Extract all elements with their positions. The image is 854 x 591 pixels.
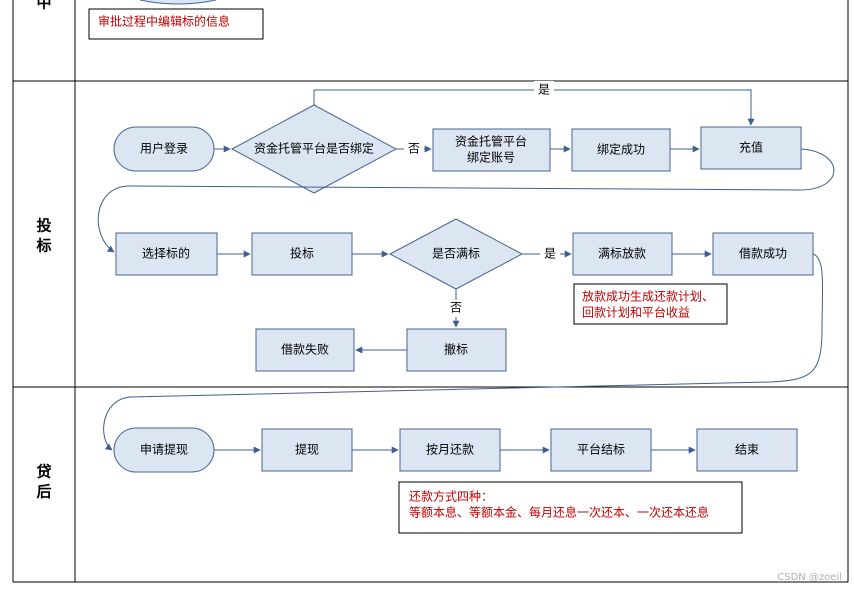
node-full-release-label: 满标放款 (598, 246, 646, 261)
note-repay-text-1: 还款方式四种： (409, 489, 493, 504)
note-release-text-2: 回款计划和平台收益 (582, 305, 690, 320)
node-bind-account-label-2: 绑定账号 (467, 150, 515, 165)
node-loan-fail-label: 借款失败 (281, 342, 329, 357)
node-monthly-repay (399, 428, 501, 472)
node-withdraw-bid (406, 328, 507, 372)
node-apply-withdraw-label: 申请提现 (140, 442, 188, 457)
edge-label-full-no: 否 (450, 301, 462, 315)
edge-label-bg (534, 81, 554, 98)
note-approval-text: 审批过程中编辑标的信息 (98, 14, 230, 29)
node-loan-fail (255, 328, 355, 372)
lane-label-top: 中 (36, 0, 51, 12)
edge-label-bg (404, 140, 424, 158)
node-loan-success (712, 232, 814, 276)
edge-label-bind-no: 否 (408, 142, 420, 156)
note-repay (398, 481, 743, 534)
note-repay-text-2: 等额本息、等额本金、每月还息一次还本、一次还本还息 (409, 505, 709, 520)
note-release (573, 283, 728, 325)
edge-check-yes (313, 89, 755, 126)
node-loan-success-label: 借款成功 (739, 247, 787, 261)
node-withdraw-bid-label: 撤标 (444, 342, 468, 357)
node-select-target-label: 选择标的 (142, 246, 190, 261)
edge-label-bind-yes: 是 (538, 83, 550, 97)
node-bid (251, 232, 353, 276)
edge-success-to-apply (103, 253, 824, 451)
node-bind-success (571, 128, 671, 172)
watermark: CSDN @zoeil (777, 572, 842, 583)
node-bid-label: 投标 (290, 246, 314, 261)
lane-label-after-1: 贷 (36, 463, 51, 481)
swimlane-frame (12, 0, 849, 583)
node-bind-success-label: 绑定成功 (597, 142, 645, 157)
node-settle (550, 428, 652, 472)
node-full-check-label: 是否满标 (432, 247, 480, 261)
node-full-release (572, 232, 673, 276)
note-approval (88, 8, 264, 40)
node-bind-account (432, 128, 551, 172)
edge-label-bg (540, 245, 560, 263)
edge-label-bg (447, 300, 465, 317)
node-bind-check-label: 资金托管平台是否绑定 (254, 141, 374, 156)
node-settle-label: 平台结标 (577, 442, 625, 457)
node-login-label: 用户登录 (140, 141, 188, 156)
node-end-label: 结束 (735, 443, 759, 457)
edge-label-full-yes: 是 (544, 247, 556, 261)
edge-recharge-to-select (97, 148, 835, 253)
node-end (696, 428, 798, 472)
node-recharge (700, 126, 802, 170)
node-withdraw (261, 428, 353, 472)
node-recharge-label: 充值 (739, 140, 763, 155)
note-release-text-1: 放款成功生成还款计划、 (582, 289, 714, 304)
lane-label-after-2: 后 (36, 483, 51, 501)
node-bind-account-label-1: 资金托管平台 (455, 134, 527, 149)
cropped-oval (139, 0, 217, 5)
lane-label-bid-2: 标 (35, 237, 51, 255)
lane-label-bid-1: 投 (36, 217, 51, 235)
node-withdraw-label: 提现 (295, 442, 319, 457)
node-monthly-repay-label: 按月还款 (426, 443, 474, 457)
